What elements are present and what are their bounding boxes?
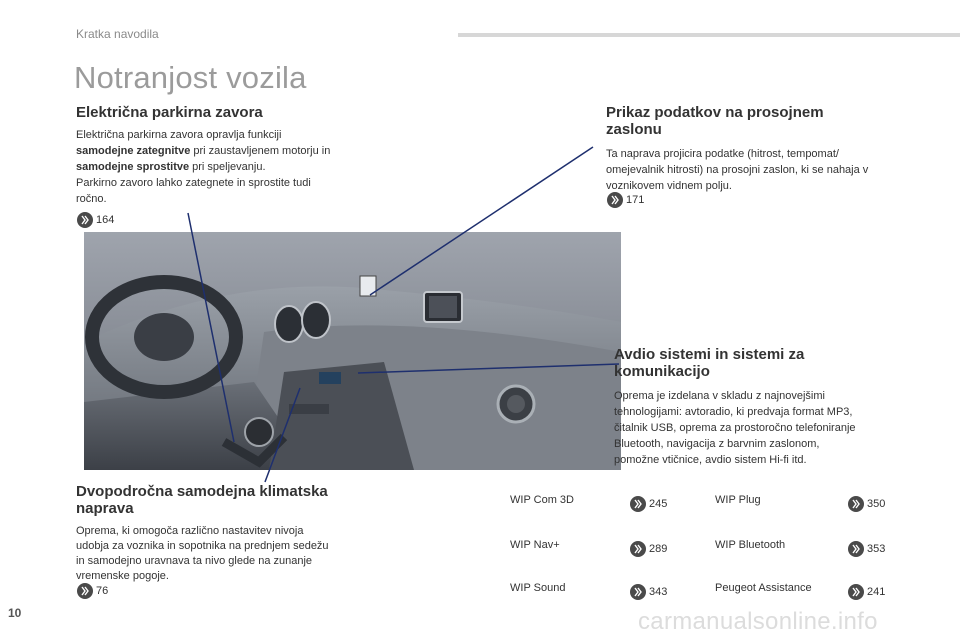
text-line: čitalnik USB, oprema za prostoročno tele… <box>614 422 856 434</box>
callout-line-climate <box>264 387 301 483</box>
chevron-right-icon <box>607 192 623 208</box>
wip-page-ref[interactable]: 350 <box>848 496 885 512</box>
dashboard-drawing <box>84 275 621 470</box>
callout-line-hud <box>369 146 594 296</box>
text-line: tehnologijami: avtoradio, ki predvaja fo… <box>614 406 853 418</box>
parking-brake-text: Električna parkirna zavora opravlja funk… <box>76 127 376 207</box>
header-bar <box>458 33 960 37</box>
callout-line-parking-brake <box>187 212 235 443</box>
chevron-right-icon <box>848 584 864 600</box>
text-span: pri zaustavljenem motorju in <box>190 145 331 157</box>
wip-label: WIP Plug <box>715 494 761 506</box>
chevron-right-icon <box>77 212 93 228</box>
page-ref-number: 76 <box>96 585 109 597</box>
bold-term: samodejne sprostitve <box>76 161 190 173</box>
callout-line-audio <box>357 363 620 374</box>
text-line: Ta naprava projicira podatke (hitrost, t… <box>606 148 839 160</box>
text-line: in samodejno uravnava ta nivo glede na z… <box>76 555 313 567</box>
wip-page-ref[interactable]: 289 <box>630 541 667 557</box>
text-line: samodejne sprostitve pri speljevanju. <box>76 159 376 175</box>
page-ref-number: 171 <box>626 194 645 206</box>
title-line: Prikaz podatkov na prosojnem <box>606 104 824 121</box>
wip-label: Peugeot Assistance <box>715 582 812 594</box>
wip-label: WIP Nav+ <box>510 539 560 551</box>
watermark: carmanualsonline.info <box>638 608 878 635</box>
text-line: Bluetooth, navigacija z barvnim zaslonom… <box>614 438 820 450</box>
wip-page-ref[interactable]: 353 <box>848 541 885 557</box>
page-ref-number: 164 <box>96 214 115 226</box>
parking-brake-page-ref[interactable]: 164 <box>77 212 114 228</box>
page-ref-number: 353 <box>867 543 886 555</box>
wip-page-ref[interactable]: 343 <box>630 584 667 600</box>
dashboard-illustration <box>84 232 621 470</box>
chevron-right-icon <box>848 496 864 512</box>
section-parking-brake: Električna parkirna zavora Električna pa… <box>76 104 376 207</box>
wip-page-ref[interactable]: 245 <box>630 496 667 512</box>
hud-text: Ta naprava projicira podatke (hitrost, t… <box>606 146 926 194</box>
climate-text: Oprema, ki omogoča različno nastavitev n… <box>76 524 376 584</box>
text-line: voznikovem vidnem polju. <box>606 180 732 192</box>
title-line: Dvopodročna samodejna klimatska <box>76 483 328 500</box>
text-line: Oprema, ki omogoča različno nastavitev n… <box>76 525 304 537</box>
wip-page-ref[interactable]: 241 <box>848 584 885 600</box>
page-ref-number: 343 <box>649 586 668 598</box>
page-title: Notranjost vozila <box>74 60 307 95</box>
text-span: pri speljevanju. <box>189 161 266 173</box>
wip-label: WIP Bluetooth <box>715 539 786 551</box>
parking-brake-title: Električna parkirna zavora <box>76 104 263 121</box>
text-line: Oprema je izdelana v skladu z najnovejši… <box>614 390 825 402</box>
chevron-right-icon <box>630 496 646 512</box>
section-header: Kratka navodila <box>76 27 159 41</box>
text-line: udobja za voznika in sopotnika na prednj… <box>76 540 329 552</box>
chevron-right-icon <box>77 583 93 599</box>
page-ref-number: 241 <box>867 586 886 598</box>
text-line: pomožne vtičnice, avdio sistem Hi-fi itd… <box>614 454 807 466</box>
text-line: vremenske pogoje. <box>76 570 169 582</box>
wip-label: WIP Com 3D <box>510 494 574 506</box>
text-line: samodejne zategnitve pri zaustavljenem m… <box>76 143 376 159</box>
chevron-right-icon <box>630 541 646 557</box>
page-ref-number: 289 <box>649 543 668 555</box>
wip-label: WIP Sound <box>510 582 566 594</box>
text-line: Parkirno zavoro lahko zategnete in spros… <box>76 177 311 189</box>
climate-page-ref[interactable]: 76 <box>77 583 108 599</box>
text-line: ročno. <box>76 193 107 205</box>
page-number: 10 <box>8 606 22 620</box>
hud-page-ref[interactable]: 171 <box>607 192 644 208</box>
audio-text: Oprema je izdelana v skladu z najnovejši… <box>614 388 934 468</box>
text-line: omejevalnik hitrosti) na prosojni zaslon… <box>606 164 869 176</box>
page-ref-number: 245 <box>649 498 668 510</box>
title-line: komunikacijo <box>614 363 710 380</box>
title-line: zaslonu <box>606 121 662 138</box>
title-line: Avdio sistemi in sistemi za <box>614 346 805 363</box>
page-ref-number: 350 <box>867 498 886 510</box>
chevron-right-icon <box>848 541 864 557</box>
title-line: naprava <box>76 500 134 517</box>
chevron-right-icon <box>630 584 646 600</box>
text-line: Električna parkirna zavora opravlja funk… <box>76 129 282 141</box>
bold-term: samodejne zategnitve <box>76 145 191 157</box>
